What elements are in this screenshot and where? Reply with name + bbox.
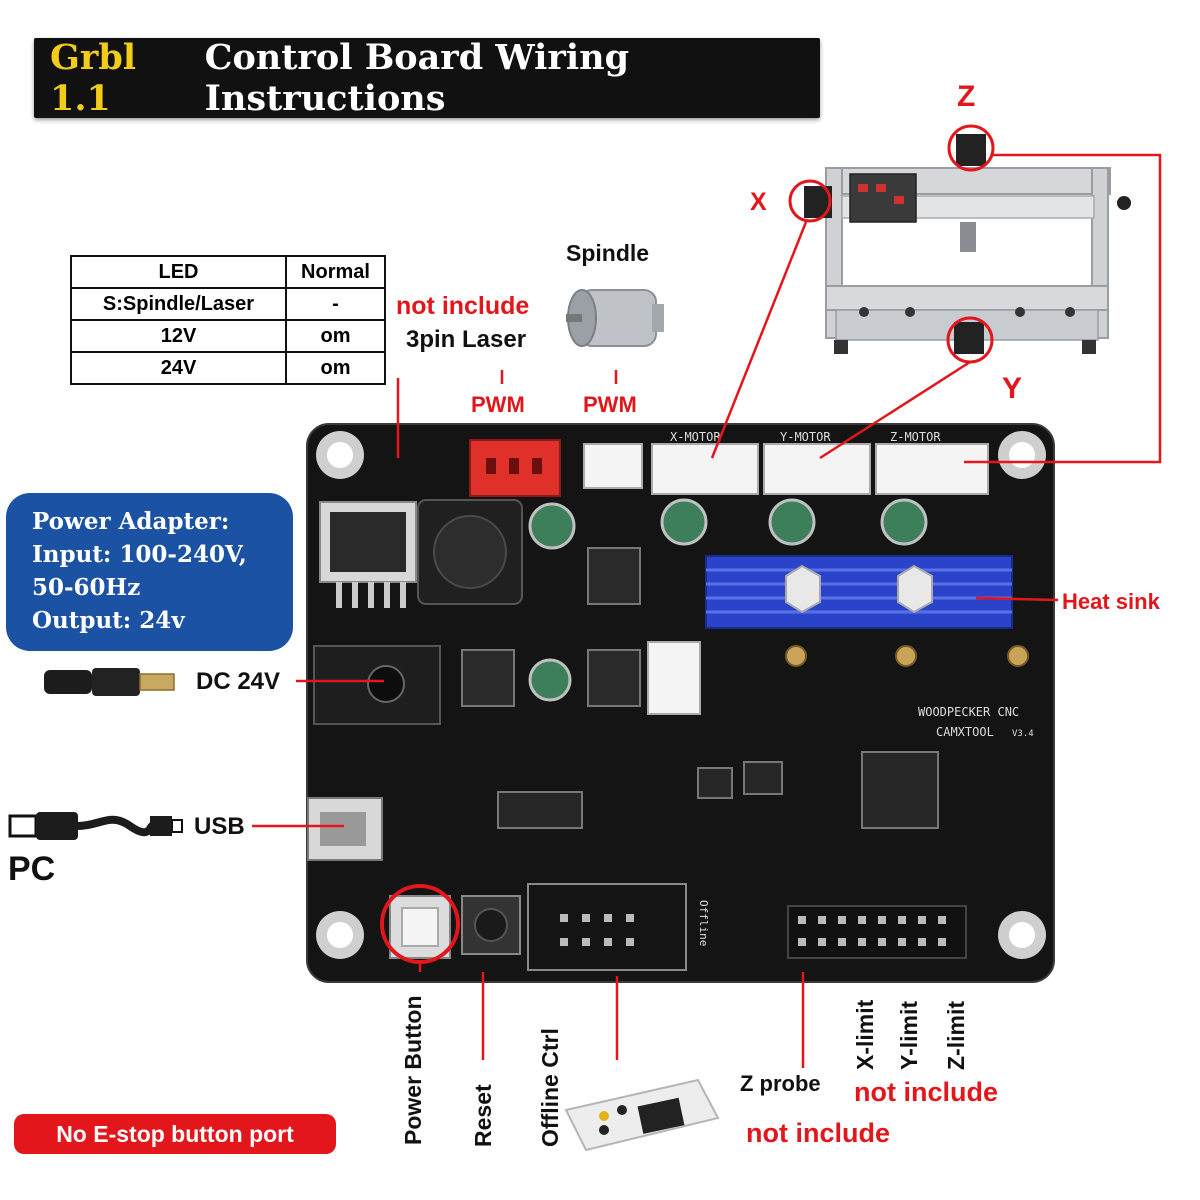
pwm-laser-label: PWM <box>471 392 525 417</box>
power-button <box>389 895 451 959</box>
heat-sink-label: Heat sink <box>1062 589 1160 614</box>
limit-header <box>787 905 967 959</box>
model-silk: CAMXTOOL <box>936 725 994 739</box>
z-limit-label: Z-limit <box>943 1001 969 1070</box>
adapter-line: Output: 24v <box>32 607 185 634</box>
z-motor-highlight <box>947 124 995 172</box>
not-include-laser-label: not include <box>396 292 530 320</box>
title-banner: Grbl 1.1 Control Board Wiring Instructio… <box>34 37 820 119</box>
estop-note: No E-stop button port <box>14 1114 336 1154</box>
z-motor-connector <box>875 443 989 495</box>
adapter-line: 50-60Hz <box>32 574 141 601</box>
normal-header: Normal <box>285 255 386 289</box>
y-motor-connector <box>763 443 871 495</box>
table-row: S:Spindle/Laser - <box>70 287 386 321</box>
table-cell: om <box>285 319 386 353</box>
x-motor-silk: X-MOTOR <box>670 430 721 444</box>
mcu-chip <box>861 751 939 829</box>
table-cell: 12V <box>70 319 287 353</box>
z-motor-silk: Z-MOTOR <box>890 430 941 444</box>
power-adapter-box: Power Adapter: Input: 100-240V, 50-60Hz … <box>6 493 293 651</box>
table-cell: - <box>285 287 386 321</box>
dc-label: DC 24V <box>196 668 281 695</box>
x-motor-highlight <box>788 179 832 223</box>
heat-sink <box>705 555 1013 629</box>
pc-label: PC <box>8 850 56 888</box>
table-cell: om <box>285 351 386 385</box>
usb-cable <box>8 812 183 840</box>
axis-z-label: Z <box>957 80 976 113</box>
cnc-machine <box>804 134 1131 354</box>
offline-header <box>527 883 687 971</box>
table-row: LED Normal <box>70 255 386 289</box>
x-limit-label: X-limit <box>852 999 878 1070</box>
spindle-motor <box>566 289 664 347</box>
x-motor-connector <box>651 443 759 495</box>
title-text: Control Board Wiring Instructions <box>204 37 630 119</box>
offline-controller <box>564 1078 720 1152</box>
y-limit-label: Y-limit <box>896 1000 922 1070</box>
offline-silk: Offline <box>697 900 710 946</box>
led-table: LED Normal S:Spindle/Laser - 12V om 24V … <box>70 255 386 385</box>
y-motor-silk: Y-MOTOR <box>780 430 831 444</box>
dc-plug <box>44 668 175 696</box>
offline-ctrl-label: Offline Ctrl <box>537 1028 563 1147</box>
adapter-line: Input: 100-240V, <box>32 541 247 568</box>
spindle-connector <box>583 443 643 489</box>
power-button-label: Power Button <box>400 995 426 1146</box>
leader-lines <box>252 153 1162 1068</box>
usb-label: USB <box>194 813 245 840</box>
title-accent: Grbl 1.1 <box>50 37 137 119</box>
not-include-probe-label: not include <box>746 1118 890 1148</box>
laser-label: 3pin Laser <box>406 326 527 353</box>
brand-silk: WOODPECKER CNC <box>918 705 1019 719</box>
z-probe-label: Z probe <box>740 1071 821 1096</box>
table-row: 12V om <box>70 319 386 353</box>
version-silk: V3.4 <box>1012 729 1034 739</box>
control-board: X-MOTOR Y-MOTOR Z-MOTOR <box>306 423 1055 983</box>
pwm-spindle-label: PWM <box>583 392 637 417</box>
axis-x-label: X <box>750 188 767 216</box>
not-include-limits-label: not include <box>854 1077 998 1107</box>
reset-label: Reset <box>470 1084 496 1147</box>
adapter-line: Power Adapter: <box>32 508 230 535</box>
spindle-label: Spindle <box>566 240 650 266</box>
table-cell: S:Spindle/Laser <box>70 287 287 321</box>
table-row: 24V om <box>70 351 386 385</box>
table-cell: 24V <box>70 351 287 385</box>
led-header: LED <box>70 255 287 289</box>
axis-y-label: Y <box>1002 372 1023 405</box>
